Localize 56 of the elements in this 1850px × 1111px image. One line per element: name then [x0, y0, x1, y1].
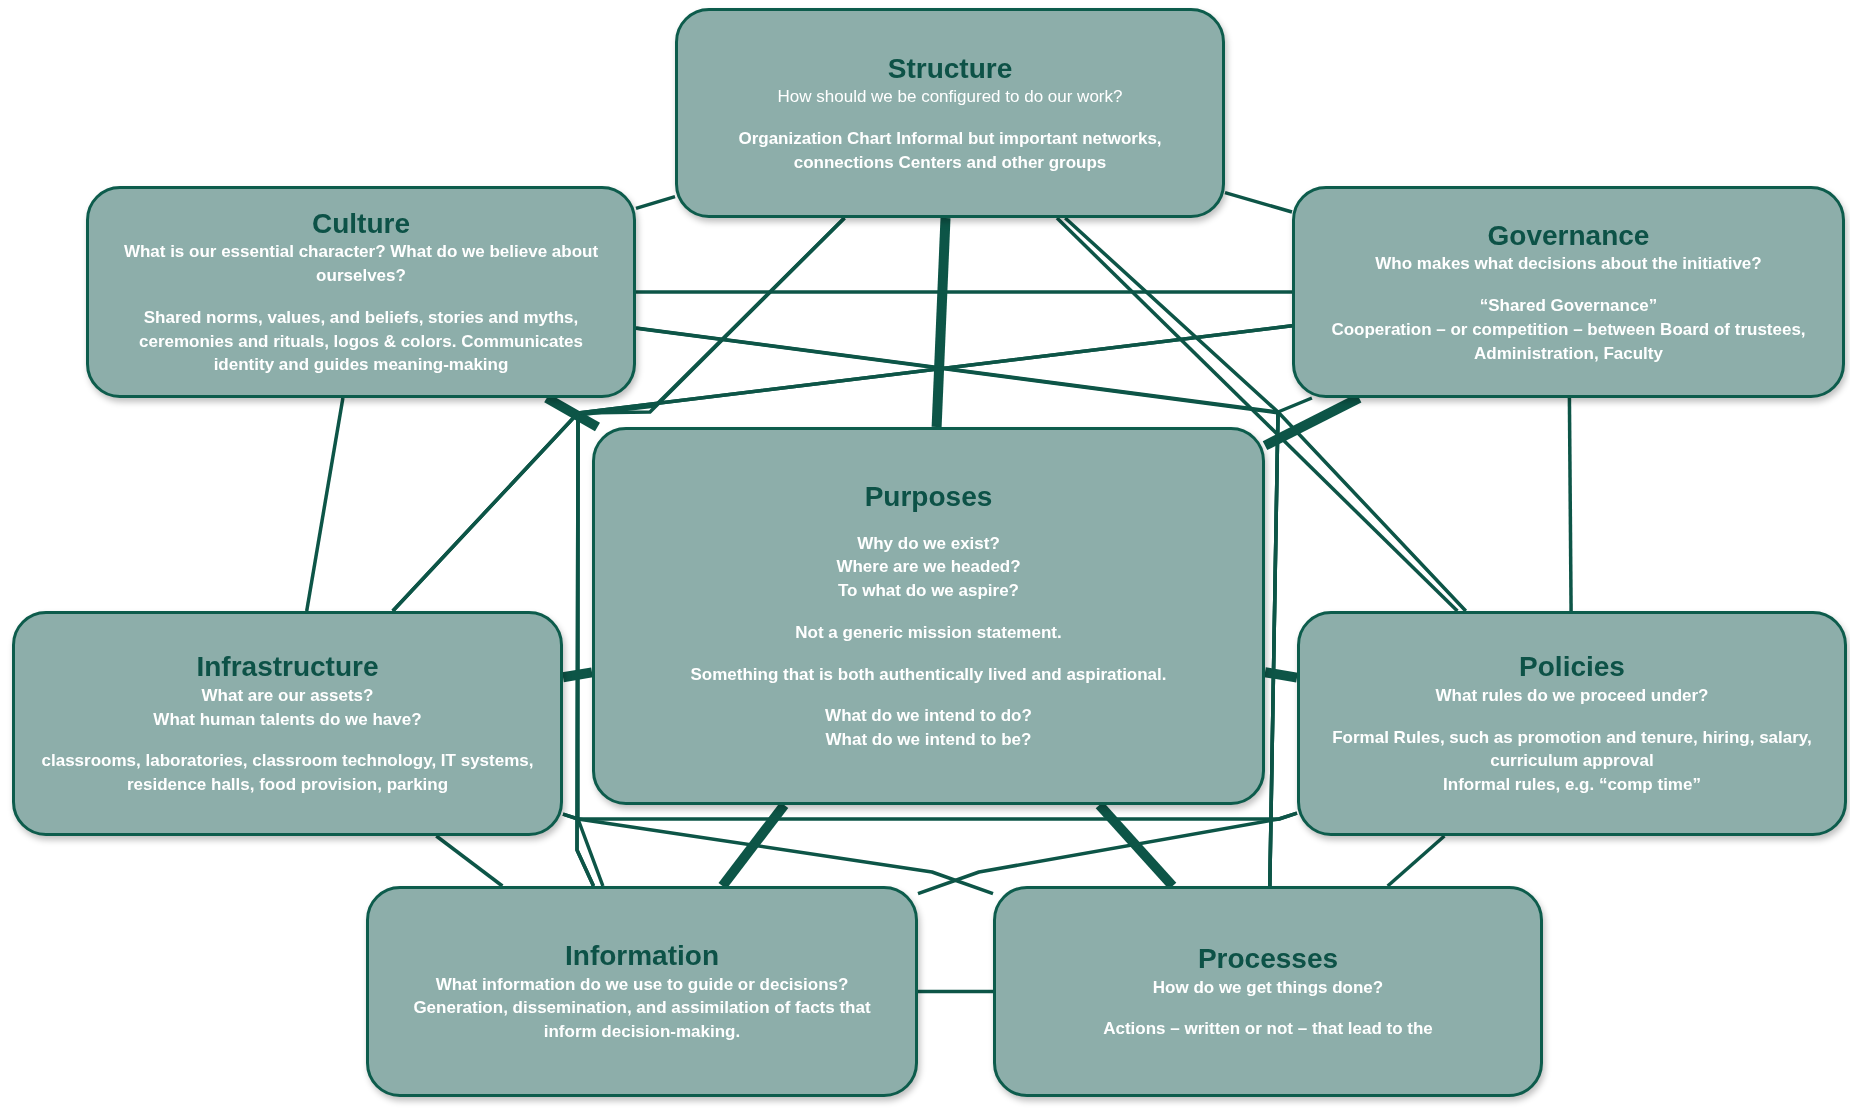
- box-text: What human talents do we have?: [153, 708, 422, 731]
- box-heading: Infrastructure: [196, 650, 379, 684]
- connector-line: [1264, 667, 1298, 683]
- box-text: Shared norms, values, and beliefs, stories and myths, ceremonies and rituals, logos & colors. Communicates identity and guides meaning-making: [138, 306, 584, 377]
- box-text: Why do we exist?: [857, 532, 1000, 555]
- connector-line: [1567, 398, 1573, 611]
- box-heading: Structure: [887, 51, 1013, 86]
- topic-box: [366, 886, 918, 1097]
- box-text: Not a generic mission statement.: [795, 621, 1062, 644]
- box-heading: Policies: [1519, 650, 1625, 684]
- connector-line: [1386, 834, 1446, 888]
- connector-line: [562, 667, 593, 683]
- box-heading: Governance: [1487, 218, 1650, 253]
- box-text: What do we intend to be?: [825, 729, 1032, 752]
- connector-line: [1055, 216, 1459, 613]
- box-text: What is our essential character? What do we believe about ourselves?: [122, 241, 600, 288]
- box-text: How should we be configured to do our work?: [777, 86, 1123, 109]
- topic-box: [592, 427, 1265, 805]
- connector-line: [576, 216, 846, 887]
- topic-box: [1297, 611, 1847, 836]
- box-text: classrooms, laboratories, classroom technology, IT systems, residence halls, food provision, parking: [40, 750, 535, 797]
- box-text: Formal Rules, such as promotion and tenure, hiring, salary, curriculum approval: [1331, 726, 1813, 773]
- topic-box: [86, 186, 636, 398]
- box-text: Cooperation – or competition – between Board of trustees, Administration, Faculty: [1330, 318, 1807, 365]
- connector-line: [1224, 190, 1293, 214]
- box-text: What rules do we proceed under?: [1435, 684, 1709, 707]
- topic-box: [1292, 186, 1845, 398]
- connector-line: [636, 290, 1292, 294]
- connector-line: [917, 811, 1298, 896]
- topic-box: [993, 886, 1543, 1097]
- connector-line: [931, 217, 951, 428]
- box-text: What do we intend to do?: [825, 705, 1032, 728]
- box-text: “Shared Governance”: [1479, 295, 1658, 317]
- connector-line: [304, 397, 345, 612]
- box-text: What information do we use to guide or decisions?: [435, 973, 849, 996]
- box-text: What are our assets?: [201, 684, 374, 707]
- connector-line: [1268, 396, 1313, 887]
- box-text: Where are we headed?: [836, 556, 1021, 579]
- box-text: Actions – written or not – that lead to the: [1103, 1018, 1433, 1041]
- box-text: Something that is both authentically lived and aspirational.: [690, 663, 1167, 686]
- box-heading: Purposes: [864, 479, 993, 514]
- box-text: Organization Chart Informal but important networks, connections Centers and other groups: [737, 127, 1163, 174]
- box-text: Who makes what decisions about the initiative?: [1375, 253, 1762, 276]
- box-text: How do we get things done?: [1152, 976, 1384, 999]
- box-text: Generation, dissemination, and assimilation of facts that inform decision-making.: [412, 997, 872, 1044]
- box-heading: Information: [565, 939, 719, 973]
- box-text: To what do we aspire?: [837, 580, 1019, 603]
- connector-line: [435, 834, 504, 888]
- connector-line: [635, 194, 676, 211]
- topic-box: [12, 611, 563, 836]
- box-text: Informal rules, e.g. “comp time”: [1443, 774, 1701, 797]
- connector-line: [562, 812, 994, 896]
- connector-line: [918, 989, 993, 994]
- box-heading: Processes: [1197, 941, 1339, 976]
- topic-box: [675, 8, 1225, 218]
- box-heading: Culture: [312, 206, 410, 241]
